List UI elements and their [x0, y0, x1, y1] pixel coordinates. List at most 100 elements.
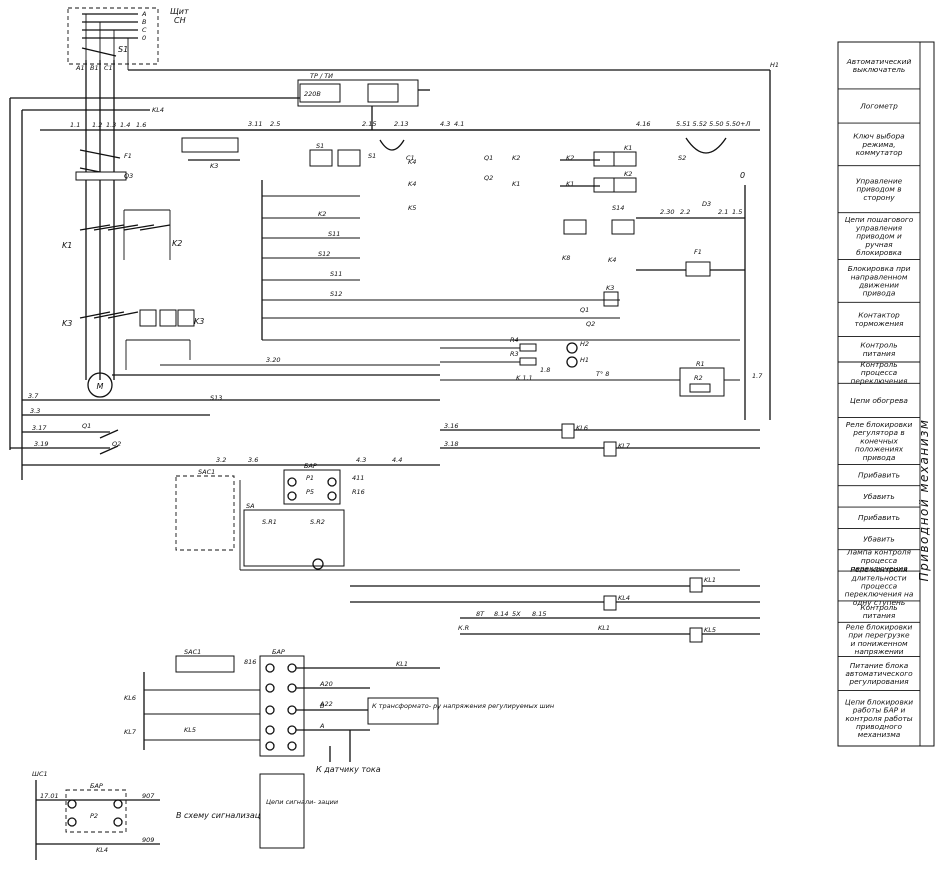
w-kr-label: К.R: [458, 624, 469, 632]
sac1-label: SAC1: [198, 468, 215, 476]
legend-row-11-line-4: положениях: [855, 445, 904, 454]
s1-label-a: S1: [316, 142, 324, 150]
h2-label: H2: [580, 340, 589, 348]
wire-41-label: 4.1: [454, 120, 464, 128]
wire-416-label: 4.16: [636, 120, 650, 128]
wire-17-label: 1.7: [752, 372, 763, 380]
w86-label: 8Т: [476, 610, 485, 618]
legend-row-6-line-2: направленном: [851, 272, 908, 281]
q1-label-b: Q1: [580, 306, 589, 314]
k4-label-b: K4: [408, 180, 416, 188]
k2-contact-label: K2: [318, 210, 326, 218]
b-pin-label: В: [320, 702, 325, 710]
legend-row-17-line-1: Реле контроля: [850, 565, 908, 574]
contactor-k1-k2: K1 K2: [62, 209, 182, 260]
r2-label: R2: [694, 374, 703, 382]
q3-label: Q3: [124, 172, 133, 180]
legend-row-5-line-5: блокировка: [856, 248, 902, 257]
kl5-coil-label: KL5: [704, 626, 716, 634]
legend-row-8-line-1: Контроль: [860, 341, 897, 350]
shs1-label: ШС1: [32, 770, 48, 778]
wire-36-label: 3.6: [248, 456, 258, 464]
coil-k1-label: K1: [624, 144, 632, 152]
wire-230-label: 2.30: [660, 208, 674, 216]
legend-row-20-line-1: Питание блока: [850, 661, 909, 670]
r3-label: R3: [510, 350, 519, 358]
bar-block-lower: SAC1 816 БАР А20 А22 А В К трансформато-…: [124, 648, 554, 774]
transformer-ref: К трансформато- ру напряжения регулируем…: [372, 702, 554, 710]
legend-row-11-line-3: конечных: [860, 436, 898, 445]
s13-label: S13: [210, 394, 222, 402]
legend-row-15-line-1: Убавить: [863, 535, 894, 544]
legend-row-9-line-1: Контроль: [860, 360, 897, 369]
legend-row-2-line-1: Логометр: [859, 102, 898, 111]
a20-label: А20: [319, 680, 333, 688]
relays-kl1-kl4-kl5: KL1 KL4 KL5 8Т 8.14 5Х 8.15 К.R KL1: [350, 576, 760, 643]
wire-11-label: 1.1: [70, 121, 80, 129]
w815-label: 8.15: [532, 610, 546, 618]
bus-c-label: С: [142, 26, 147, 34]
kl4-wire-label: KL4: [152, 106, 164, 114]
legend-row-3-line-3: коммутатор: [856, 148, 903, 157]
legend-row-16-line-1: Лампа контроля: [846, 548, 911, 557]
legend-row-5-line-3: приводом и: [856, 232, 902, 241]
q2-switch-label: Q2: [112, 440, 121, 448]
bus-b-label: В: [142, 18, 147, 26]
legend-row-12-line-1: Прибавить: [858, 471, 900, 480]
supply-panel: А В С 0 Щит СН S1: [67, 7, 189, 70]
wire-318-label: 3.18: [444, 440, 458, 448]
bar-label-b: БАР: [272, 648, 285, 656]
s11-label-b: S11: [330, 270, 342, 278]
legend-row-7-line-1: Контактор: [858, 311, 900, 320]
legend-row-21-line-1: Цепи блокировки: [845, 697, 913, 706]
contactor-k3-label-right: K3: [194, 317, 204, 326]
motor-m: M 3.20: [87, 356, 440, 398]
legend-row-18-line-2: питания: [863, 611, 896, 620]
legend-row-11-line-1: Реле блокировки: [846, 420, 913, 429]
relay-f1-label: F1: [124, 152, 132, 160]
legend-row-5-line-2: управления: [855, 223, 903, 232]
wire-215-label: 2.15: [362, 120, 376, 128]
signal-ref: В схему сигнализации: [176, 811, 271, 820]
relays-kl6-kl7: KL6 KL7 3.16 3.18: [440, 422, 760, 457]
legend-row-6-line-3: движении: [858, 281, 899, 290]
signal-circuits-label: Цепи сигнали- зации: [266, 798, 338, 806]
w816-label: 816: [244, 658, 256, 666]
wire-16-label: 1.6: [136, 121, 146, 129]
line-c1-label: С1: [104, 64, 113, 72]
switch-s1-label: S1: [118, 45, 128, 54]
legend-row-18-line-1: Контроль: [860, 603, 897, 612]
legend-row-11-line-2: регулятора в: [852, 428, 904, 437]
contactor-k1-label: K1: [62, 241, 72, 250]
rheostat-label: 220В: [304, 90, 321, 98]
wire-43-label: 4.3: [440, 120, 450, 128]
wire-12-label: 1.2: [92, 121, 102, 129]
legend-row-4-line-3: сторону: [863, 193, 895, 202]
sr2-label: S.R2: [310, 518, 325, 526]
wire-15-label: 1.5: [732, 208, 742, 216]
contactor-k3-label-left: K3: [62, 319, 72, 328]
r16-label: R16: [352, 488, 365, 496]
legend-row-13-line-1: Убавить: [863, 492, 894, 501]
bus-0-label: 0: [142, 34, 146, 42]
w411-label: 411: [352, 474, 364, 482]
bar-label-c: БАР: [90, 782, 103, 790]
legend-row-10-line-1: Цепи обогрева: [850, 396, 908, 405]
line-b1-label: В1: [90, 64, 99, 72]
legend-row-9-line-2: процесса: [861, 368, 898, 377]
q1-switch-label: Q1: [82, 422, 91, 430]
k1-contact-label-b: K1: [512, 180, 520, 188]
legend-row-6-line-1: Блокировка при: [848, 264, 911, 273]
p1-label: Р1: [306, 474, 314, 482]
f1-coil-label: F1: [694, 248, 702, 256]
k5-label: K5: [408, 204, 416, 212]
panel-title-line1: Щит: [170, 7, 189, 16]
legend-row-17-line-4: переключения на: [845, 590, 914, 599]
w-kl1-label: KL1: [598, 624, 610, 632]
kl7-contact-label: KL7: [124, 728, 137, 736]
legend-row-20-line-3: регулирования: [848, 677, 909, 686]
legend-row-6-line-4: привода: [863, 289, 896, 298]
bar-block-middle: 3.2 3.6 4.3 4.4 SAC1 БАР Р1 Р5 411 R16 S…: [22, 456, 740, 571]
l-label: С1: [406, 154, 415, 162]
